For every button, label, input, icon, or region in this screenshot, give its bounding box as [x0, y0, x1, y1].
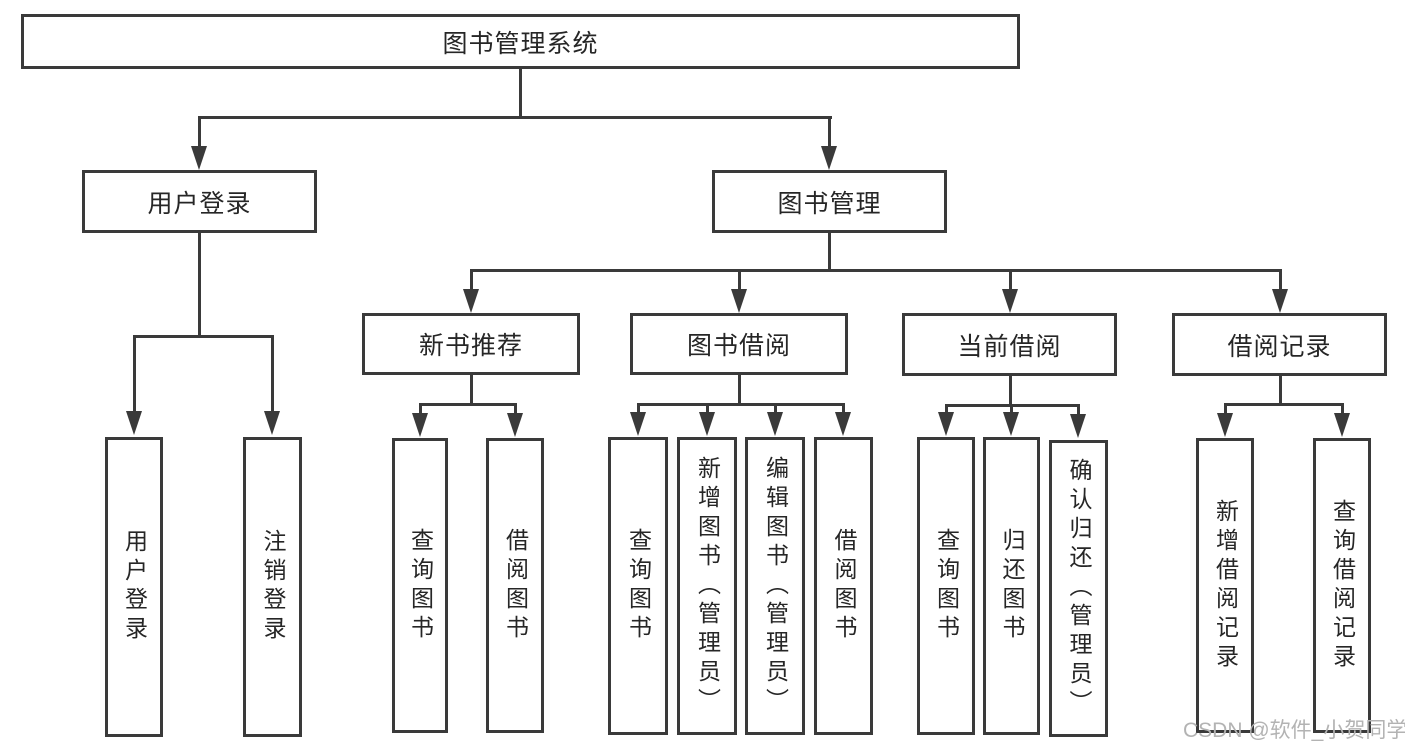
- connector-line: [842, 403, 845, 415]
- leaf-add-books-admin: 新增图书（管理员）: [677, 437, 737, 735]
- connector-line: [1009, 269, 1012, 293]
- leaf-label: 新增借阅记录: [1212, 498, 1239, 673]
- leaf-query-borrow-record: 查询借阅记录: [1313, 438, 1371, 733]
- connector-line: [828, 233, 831, 271]
- arrowhead-down: [126, 411, 142, 435]
- node-label: 图书管理: [777, 189, 882, 218]
- leaf-borrow-books: 借阅图书: [814, 437, 873, 735]
- node-book-management: 图书管理: [712, 170, 947, 233]
- leaf-query-books: 查询图书: [917, 437, 975, 735]
- connector-line: [1077, 404, 1080, 415]
- connector-line: [470, 375, 473, 405]
- connector-line: [738, 375, 741, 405]
- connector-line: [514, 403, 517, 415]
- connector-line: [637, 403, 845, 406]
- node-label: 图书借阅: [686, 332, 791, 360]
- leaf-user-login: 用户登录: [105, 437, 163, 737]
- arrowhead-down: [1272, 289, 1288, 313]
- connector-line: [1009, 376, 1012, 406]
- leaf-query-books: 查询图书: [392, 438, 448, 733]
- connector-line: [1224, 403, 1227, 415]
- csdn-watermark: CSDN @软件_小贺同学: [1183, 719, 1405, 742]
- arrowhead-down: [1002, 289, 1018, 313]
- arrowhead-down: [1334, 413, 1350, 437]
- arrowhead-down: [1003, 412, 1019, 436]
- leaf-label: 查询图书: [933, 528, 960, 644]
- connector-line: [945, 404, 948, 415]
- node-borrowing-records: 借阅记录: [1172, 313, 1387, 376]
- arrowhead-down: [630, 412, 646, 436]
- connector-line: [198, 232, 201, 337]
- node-label: 用户登录: [147, 189, 252, 218]
- arrowhead-down: [507, 413, 523, 437]
- node-label: 借阅记录: [1227, 332, 1332, 361]
- connector-line: [774, 403, 777, 415]
- connector-line: [1010, 404, 1013, 415]
- arrowhead-down: [1217, 413, 1233, 437]
- arrowhead-down: [938, 412, 954, 436]
- node-label: 新书推荐: [418, 332, 523, 360]
- connector-line: [198, 116, 201, 148]
- arrowhead-down: [463, 289, 479, 313]
- node-current-borrowing: 当前借阅: [902, 313, 1117, 376]
- leaf-label: 归还图书: [999, 528, 1025, 644]
- leaf-label: 借阅图书: [502, 527, 529, 644]
- leaf-label: 借阅图书: [831, 528, 857, 644]
- connector-line: [1224, 403, 1344, 406]
- connector-line: [133, 335, 274, 338]
- leaf-label: 编辑图书（管理员）: [762, 455, 789, 717]
- connector-line: [519, 68, 522, 118]
- leaf-label: 查询图书: [407, 527, 434, 644]
- leaf-confirm-return-admin: 确认归还（管理员）: [1049, 440, 1108, 737]
- connector-line: [198, 116, 832, 119]
- connector-line: [1341, 403, 1344, 415]
- leaf-label: 查询借阅记录: [1329, 498, 1356, 673]
- node-library-management-system: 图书管理系统: [21, 14, 1020, 69]
- arrowhead-down: [821, 146, 837, 170]
- node-label: 当前借阅: [957, 332, 1062, 361]
- leaf-edit-books-admin: 编辑图书（管理员）: [745, 437, 805, 735]
- connector-line: [738, 269, 741, 293]
- leaf-label: 注销登录: [260, 529, 286, 645]
- arrowhead-down: [191, 146, 207, 170]
- connector-line: [828, 116, 831, 148]
- node-new-book-recommendation: 新书推荐: [362, 313, 580, 375]
- connector-line: [637, 403, 640, 415]
- arrowhead-down: [412, 413, 428, 437]
- arrowhead-down: [699, 412, 715, 436]
- arrowhead-down: [264, 411, 280, 435]
- connector-line: [419, 403, 422, 415]
- node-label: 图书管理系统: [442, 29, 599, 58]
- node-user-login: 用户登录: [82, 170, 317, 233]
- connector-line: [470, 269, 473, 293]
- leaf-label: 用户登录: [121, 529, 148, 645]
- leaf-query-books: 查询图书: [608, 437, 668, 735]
- leaf-logout: 注销登录: [243, 437, 302, 737]
- arrowhead-down: [767, 412, 783, 436]
- connector-line: [706, 403, 709, 415]
- arrowhead-down: [835, 412, 851, 436]
- connector-line: [419, 403, 517, 406]
- connector-line: [133, 335, 136, 413]
- leaf-return-books: 归还图书: [983, 437, 1040, 735]
- leaf-label: 确认归还（管理员）: [1066, 458, 1092, 719]
- leaf-borrow-books: 借阅图书: [486, 438, 544, 733]
- node-book-borrowing: 图书借阅: [630, 313, 848, 375]
- connector-line: [1279, 376, 1282, 405]
- connector-line: [1279, 269, 1282, 293]
- leaf-add-borrow-record: 新增借阅记录: [1196, 438, 1254, 733]
- arrowhead-down: [1070, 414, 1086, 438]
- leaf-label: 新增图书（管理员）: [694, 455, 721, 717]
- connector-line: [271, 335, 274, 413]
- arrowhead-down: [731, 289, 747, 313]
- leaf-label: 查询图书: [625, 528, 652, 644]
- connector-line: [470, 269, 1281, 272]
